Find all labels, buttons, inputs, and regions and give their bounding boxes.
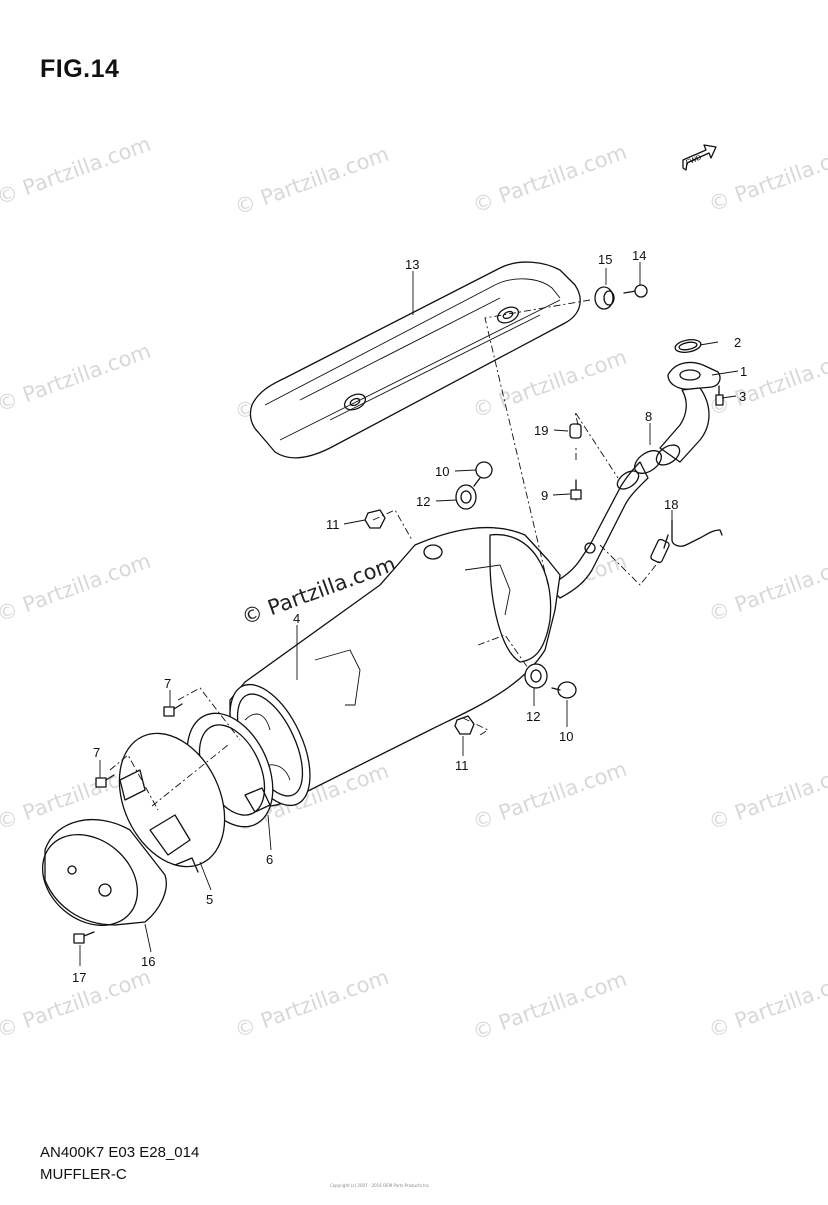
copyright-notice: Copyright (c) 2007 - 2016 OEM Parts Prod… [330, 1183, 431, 1188]
callout-14: 14 [632, 248, 646, 263]
part-13-heat-shield [249, 261, 581, 459]
callout-3: 3 [739, 389, 746, 404]
part-15-grommet [594, 286, 615, 310]
part-1-exhaust-flange [667, 361, 721, 390]
watermark-text: © Partzilla.com [232, 142, 392, 220]
watermark-text: © Partzilla.com [0, 339, 154, 417]
callout-6: 6 [266, 852, 273, 867]
callout-18: 18 [664, 497, 678, 512]
watermark-text: © Partzilla.com [470, 140, 630, 218]
watermark-text: © Partzilla.com [0, 132, 154, 210]
part-11-nut-lower [454, 715, 475, 735]
part-17-bolt [73, 931, 95, 944]
callout-10-lower: 10 [559, 729, 573, 744]
part-12-collar-lower [524, 663, 548, 689]
callout-16: 16 [141, 954, 155, 969]
part-3-bolt [715, 385, 724, 406]
callout-13: 13 [405, 257, 419, 272]
callout-8: 8 [645, 409, 652, 424]
watermark-text: © Partzilla.com [706, 549, 828, 627]
callout-5: 5 [206, 892, 213, 907]
part-2-gasket [674, 339, 702, 353]
fwd-arrow-icon: FWD [682, 144, 717, 171]
callout-12-lower: 12 [526, 709, 540, 724]
callout-9: 9 [541, 488, 548, 503]
watermark-text: © Partzilla.com [706, 343, 828, 421]
callout-11-lower: 11 [455, 758, 469, 773]
watermark-text: © Partzilla.com [0, 549, 154, 627]
part-5-end-cap [118, 732, 226, 873]
callout-15: 15 [598, 252, 612, 267]
callout-4: 4 [293, 611, 300, 626]
watermark-text: © Partzilla.com [706, 139, 828, 217]
callout-7-lower: 7 [93, 745, 100, 760]
part-7-bolt-upper [163, 703, 183, 717]
callout-12-upper: 12 [416, 494, 430, 509]
callout-19: 19 [534, 423, 548, 438]
part-19-nut [569, 423, 582, 439]
callout-2: 2 [734, 335, 741, 350]
callout-labels: 13 15 14 2 1 3 8 19 9 18 10 12 11 4 7 7 … [72, 248, 747, 985]
fwd-label: FWD [685, 154, 702, 166]
part-18-sensor [650, 519, 723, 564]
model-code: AN400K7 E03 E28_014 [40, 1144, 200, 1161]
part-12-collar-upper [455, 484, 477, 510]
watermark-text: © Partzilla.com [232, 965, 392, 1043]
leader-lines [79, 262, 739, 966]
part-14-bolt [623, 284, 648, 298]
figure-title: FIG.14 [40, 55, 120, 83]
watermark-text: © Partzilla.com [706, 757, 828, 835]
callout-17: 17 [72, 970, 86, 985]
part-16-tail-cover [41, 818, 167, 926]
callout-7-upper: 7 [164, 676, 171, 691]
watermark-text: © Partzilla.com [470, 757, 630, 835]
watermark-text: © Partzilla.com [706, 965, 828, 1043]
part-4-muffler [229, 526, 561, 807]
watermark-text: © Partzilla.com [470, 967, 630, 1045]
callout-10-upper: 10 [435, 464, 449, 479]
callout-1: 1 [740, 364, 747, 379]
part-7-bolt-lower [95, 774, 115, 788]
part-10-bolt-upper [473, 461, 493, 487]
part-9-bolt [570, 479, 582, 501]
section-name: MUFFLER-C [40, 1166, 127, 1183]
callout-11-upper: 11 [326, 517, 340, 532]
part-10-bolt-lower [551, 681, 577, 699]
